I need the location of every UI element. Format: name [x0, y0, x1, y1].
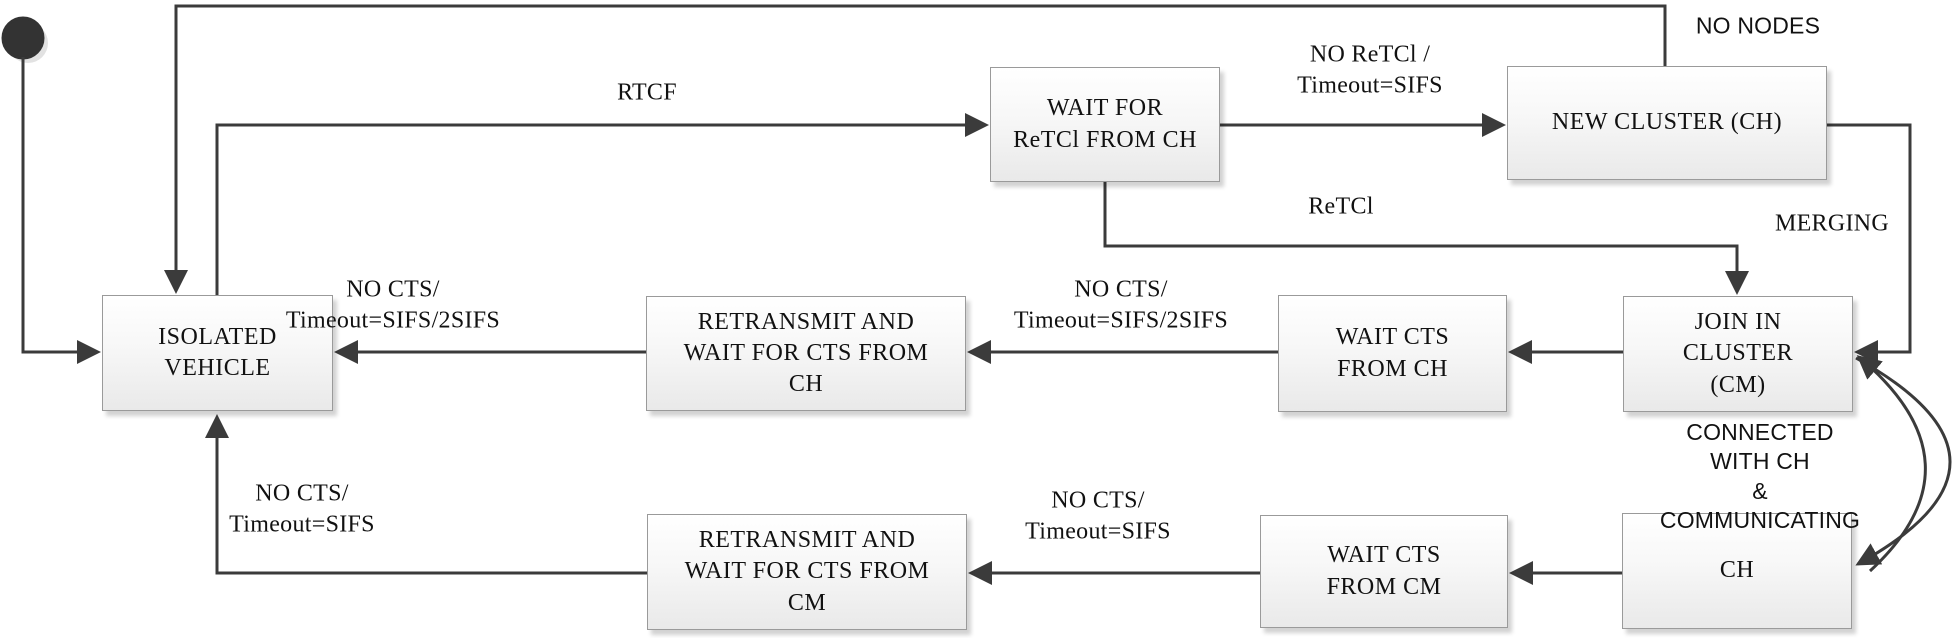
edge-no-nodes [164, 4, 1667, 294]
label-merging: MERGING [1774, 210, 1890, 237]
edge-rtcf [215, 113, 989, 295]
label-retcl: ReTCl [1308, 193, 1374, 220]
label-no-cts-timeout-sifs-2sifs-left: NO CTS/ Timeout=SIFS/2SIFS [285, 276, 501, 333]
edge-start-to-isolated [21, 57, 101, 364]
edge-ch-to-join-arc [1856, 355, 1927, 573]
state-wait-cts-from-ch: WAIT CTS FROM CH [1278, 295, 1507, 412]
state-join-in-cluster-cm: JOIN IN CLUSTER (CM) [1623, 296, 1853, 412]
state-new-cluster-ch: NEW CLUSTER (CH) [1507, 66, 1827, 180]
state-retransmit-wait-cts-ch: RETRANSMIT AND WAIT FOR CTS FROM CH [646, 296, 966, 411]
label-no-cts-timeout-sifs-bottom-right: NO CTS/ Timeout=SIFS [1025, 487, 1171, 544]
state-ch: CH [1622, 513, 1852, 629]
state-isolated-vehicle: ISOLATED VEHICLE [102, 295, 333, 411]
edge-merging [1827, 123, 1912, 364]
label-no-cts-timeout-sifs-bottom-left: NO CTS/ Timeout=SIFS [229, 480, 375, 537]
edge-retcl [1103, 182, 1749, 295]
state-wait-retcl-from-ch: WAIT FOR ReTCl FROM CH [990, 67, 1220, 182]
edge-retransmitcm-to-isolated [205, 414, 647, 575]
label-no-cts-timeout-sifs-2sifs-right: NO CTS/ Timeout=SIFS/2SIFS [1013, 276, 1229, 333]
start-state-dot [1, 16, 45, 60]
label-connected-with-ch: CONNECTED WITH CH & COMMUNICATING [1659, 419, 1861, 534]
label-no-nodes: NO NODES [1695, 12, 1821, 39]
state-retransmit-wait-cts-cm: RETRANSMIT AND WAIT FOR CTS FROM CM [647, 514, 967, 630]
state-wait-cts-from-cm: WAIT CTS FROM CM [1260, 515, 1508, 628]
label-no-retcl-timeout-sifs: NO ReTCl / Timeout=SIFS [1297, 41, 1443, 98]
label-rtcf: RTCF [617, 79, 677, 106]
